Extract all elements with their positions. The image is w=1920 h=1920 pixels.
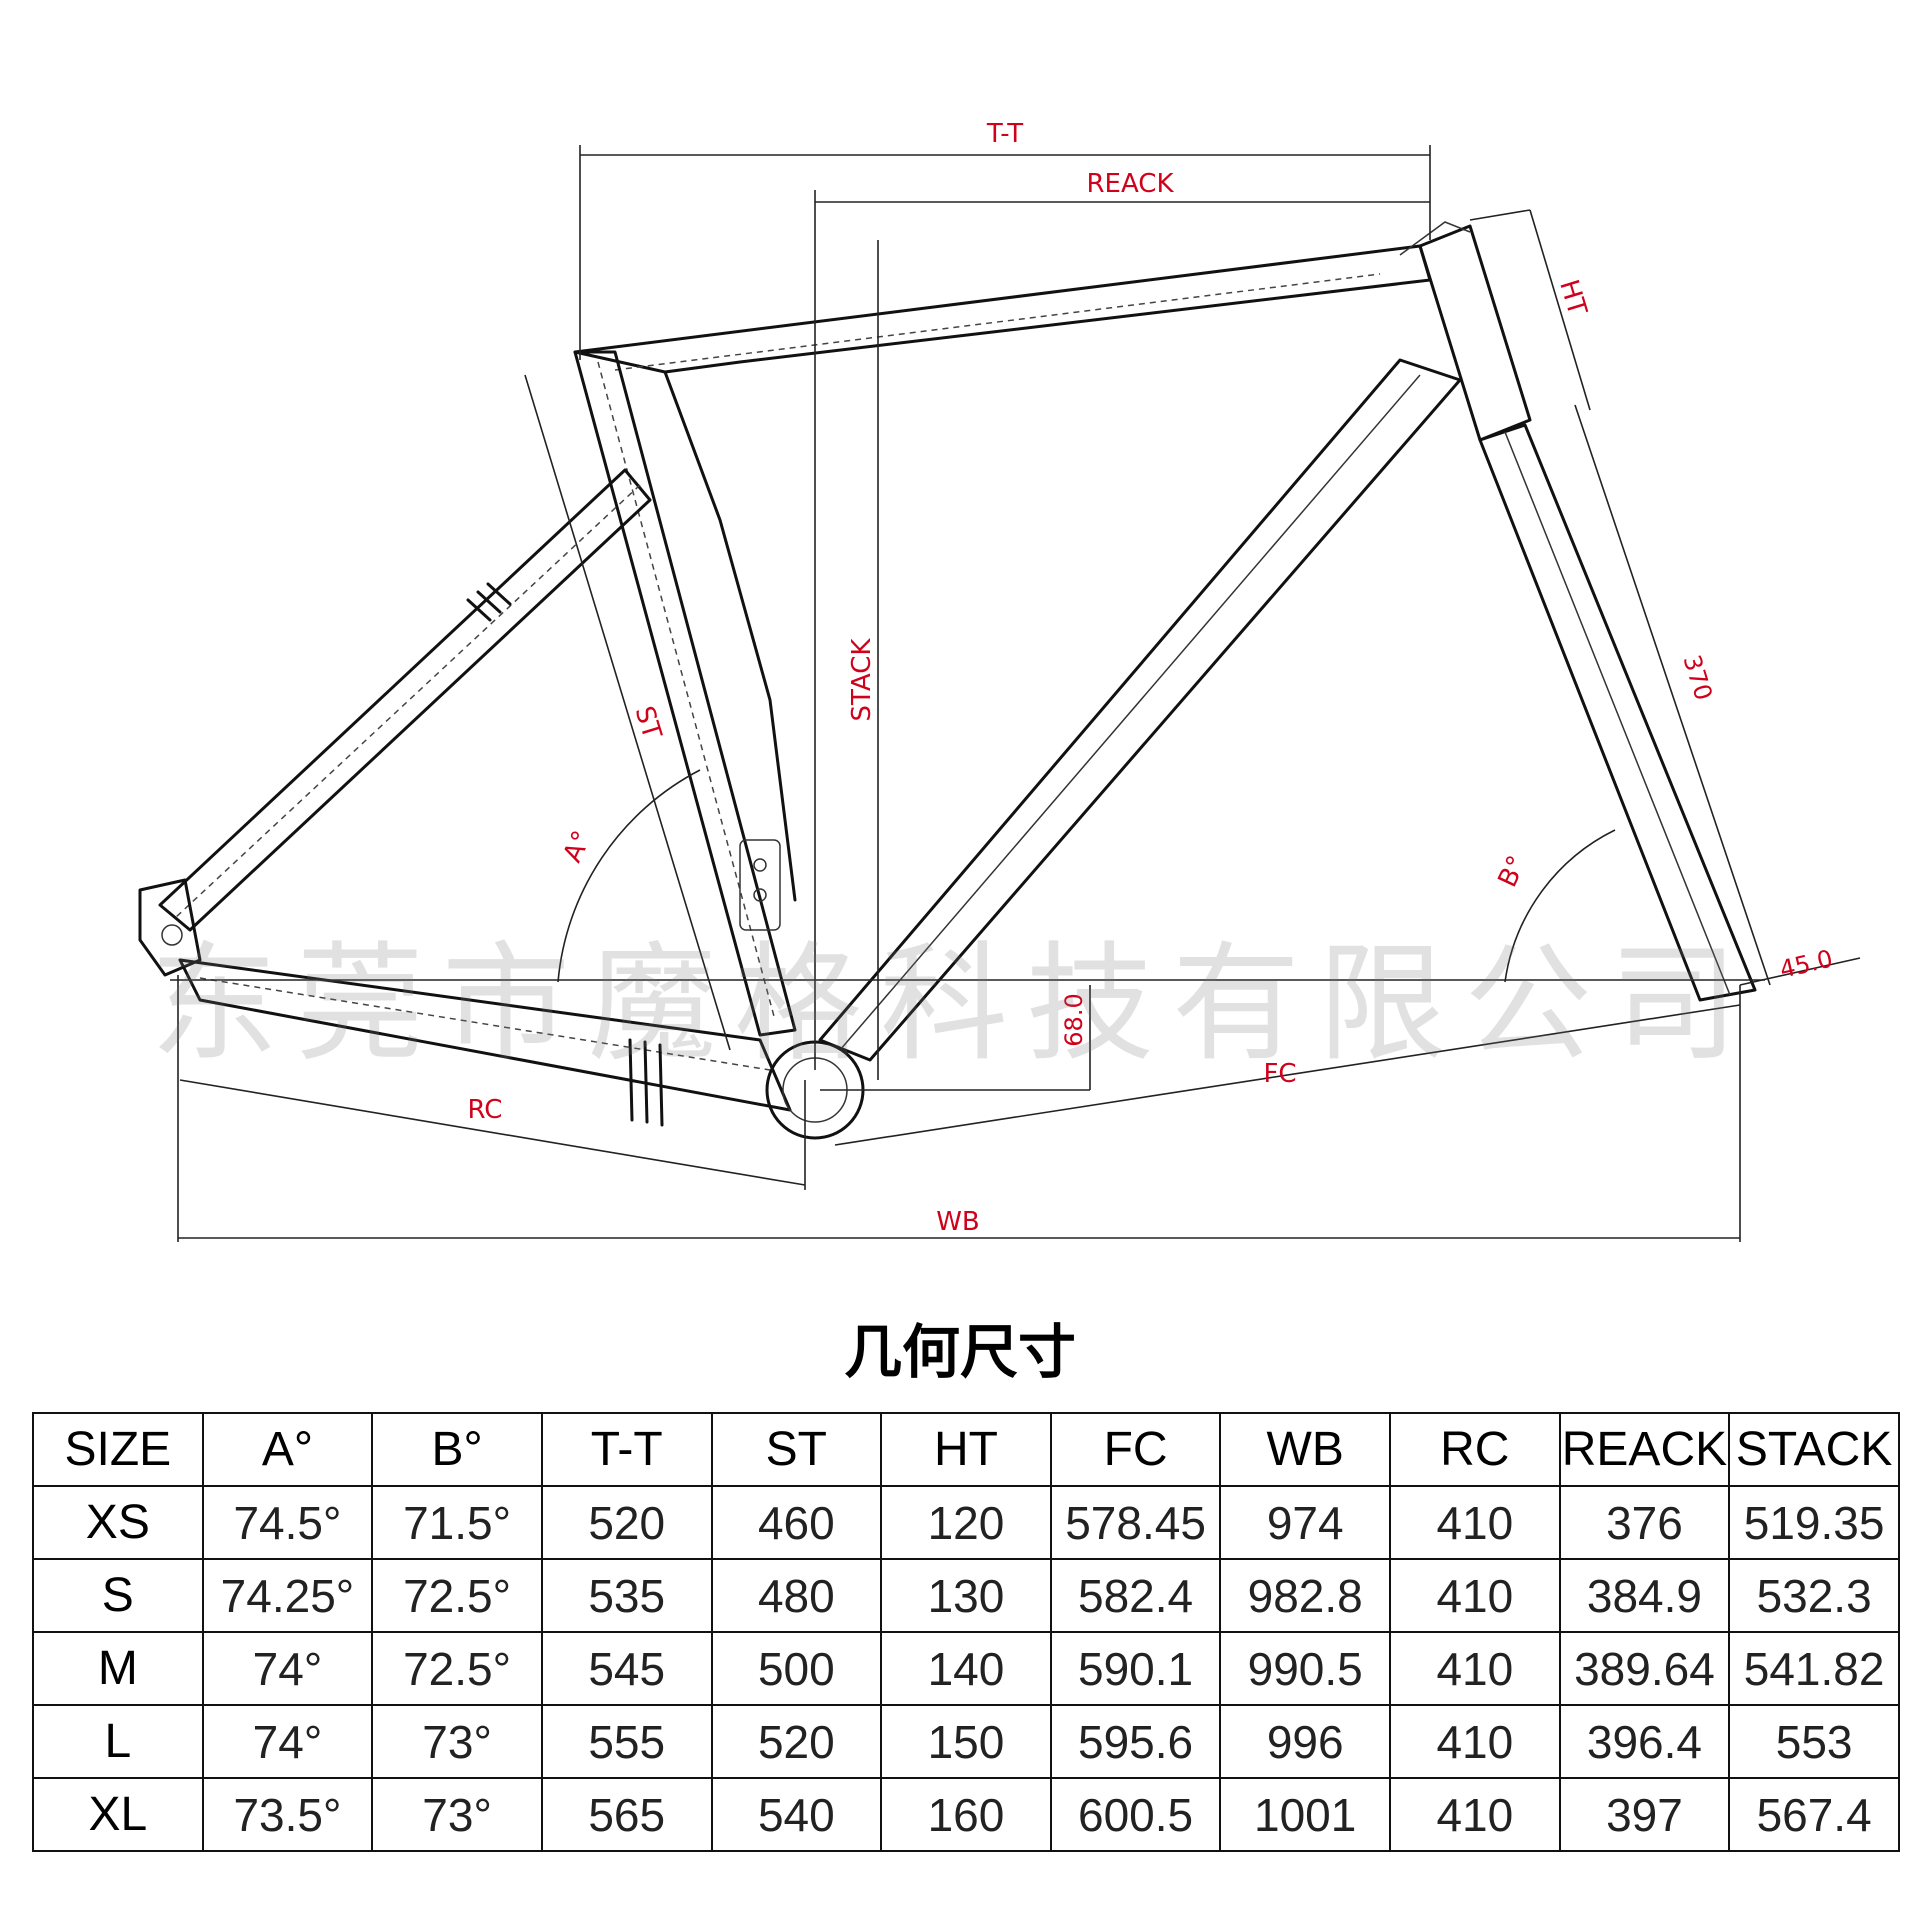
table-cell: 74.5°: [201, 1485, 374, 1560]
table-cell: 410: [1389, 1485, 1561, 1560]
dim-label-fork-length: 370: [1678, 652, 1718, 704]
header-cell: ST: [710, 1412, 883, 1487]
table-cell: 590.1: [1049, 1631, 1222, 1706]
dim-label-reach: REACK: [1086, 169, 1174, 199]
dimension-lines: T-T REACK STACK HT 370 ST A° B° 68.0 45.…: [170, 119, 1861, 1242]
table-row: S 74.25° 72.5° 535 480 130 582.4 982.8 4…: [32, 1558, 1900, 1633]
down-tube: [818, 358, 1462, 1062]
table-cell: 73°: [371, 1777, 543, 1852]
table-cell: 600.5: [1049, 1777, 1222, 1852]
table-cell: 397: [1558, 1777, 1731, 1852]
header-cell: FC: [1049, 1412, 1222, 1487]
dim-label-tt: T-T: [986, 119, 1023, 149]
top-tube: [573, 244, 1432, 374]
header-cell: B°: [371, 1412, 543, 1487]
table-cell: 73.5°: [201, 1777, 374, 1852]
table-cell: 410: [1389, 1558, 1561, 1633]
table-cell: 130: [880, 1558, 1052, 1633]
geometry-table: SIZE A° B° T-T ST HT FC WB RC REACK STAC…: [32, 1412, 1900, 1852]
table-title: 几何尺寸: [843, 1318, 1076, 1386]
size-cell: XL: [32, 1777, 204, 1852]
table-cell: 150: [880, 1704, 1052, 1779]
table-cell: 410: [1389, 1631, 1561, 1706]
size-cell: L: [32, 1704, 204, 1779]
bottle-mount: [739, 839, 781, 931]
table-cell: 410: [1389, 1704, 1561, 1779]
dim-label-rc: RC: [468, 1095, 503, 1125]
frame-drawing: [138, 221, 1757, 1140]
seat-stay: [158, 468, 652, 932]
seat-tube: [573, 350, 797, 1037]
table-cell: 72.5°: [371, 1631, 543, 1706]
fork: [1478, 423, 1757, 1002]
table-cell: 996: [1219, 1704, 1391, 1779]
table-cell: 396.4: [1558, 1704, 1731, 1779]
table-cell: 72.5°: [371, 1558, 543, 1633]
rear-dropout: [138, 878, 202, 977]
dim-label-angle-b: B°: [1493, 851, 1533, 892]
table-row: XL 73.5° 73° 565 540 160 600.5 1001 410 …: [32, 1777, 1900, 1852]
table-cell: 541.82: [1728, 1631, 1900, 1706]
chain-stay: [178, 958, 792, 1112]
size-cell: M: [32, 1631, 204, 1706]
table-cell: 974: [1219, 1485, 1391, 1560]
header-cell: T-T: [540, 1412, 713, 1487]
table-cell: 532.3: [1728, 1558, 1900, 1633]
table-cell: 74°: [201, 1704, 374, 1779]
header-cell: RC: [1389, 1412, 1561, 1487]
table-cell: 74.25°: [201, 1558, 374, 1633]
table-cell: 982.8: [1219, 1558, 1391, 1633]
dim-label-ht: HT: [1553, 276, 1592, 319]
head-tube: [1418, 224, 1532, 442]
header-cell: REACK: [1558, 1412, 1731, 1487]
table-cell: 410: [1389, 1777, 1561, 1852]
table-cell: 120: [880, 1485, 1052, 1560]
table-cell: 553: [1728, 1704, 1900, 1779]
table-header-row: SIZE A° B° T-T ST HT FC WB RC REACK STAC…: [32, 1412, 1900, 1487]
size-cell: S: [32, 1558, 204, 1633]
table-cell: 520: [540, 1485, 713, 1560]
table-cell: 545: [540, 1631, 713, 1706]
table-cell: 1001: [1219, 1777, 1391, 1852]
header-cell: HT: [880, 1412, 1052, 1487]
table-cell: 74°: [201, 1631, 374, 1706]
table-cell: 376: [1558, 1485, 1731, 1560]
table-cell: 384.9: [1558, 1558, 1731, 1633]
table-cell: 389.64: [1558, 1631, 1731, 1706]
table-cell: 520: [710, 1704, 883, 1779]
table-cell: 480: [710, 1558, 883, 1633]
dim-label-wb: WB: [936, 1207, 980, 1237]
table-cell: 595.6: [1049, 1704, 1222, 1779]
dim-label-bb-drop: 68.0: [1060, 993, 1088, 1046]
table-cell: 500: [710, 1631, 883, 1706]
table-cell: 71.5°: [371, 1485, 543, 1560]
bike-frame-geometry-diagram: T-T REACK STACK HT 370 ST A° B° 68.0 45.…: [138, 119, 1861, 1242]
table-cell: 73°: [371, 1704, 543, 1779]
header-cell: WB: [1219, 1412, 1391, 1487]
size-cell: XS: [32, 1485, 204, 1560]
table-cell: 565: [540, 1777, 713, 1852]
table-cell: 140: [880, 1631, 1052, 1706]
dim-label-angle-a: A°: [558, 826, 598, 867]
dim-label-stack: STACK: [847, 638, 877, 722]
header-cell: STACK: [1728, 1412, 1900, 1487]
header-cell: A°: [201, 1412, 374, 1487]
table-cell: 460: [710, 1485, 883, 1560]
dim-label-fc: FC: [1263, 1059, 1296, 1089]
table-cell: 519.35: [1728, 1485, 1900, 1560]
table-cell: 582.4: [1049, 1558, 1222, 1633]
table-row: M 74° 72.5° 545 500 140 590.1 990.5 410 …: [32, 1631, 1900, 1706]
table-row: XS 74.5° 71.5° 520 460 120 578.45 974 41…: [32, 1485, 1900, 1560]
table-cell: 578.45: [1049, 1485, 1222, 1560]
table-row: L 74° 73° 555 520 150 595.6 996 410 396.…: [32, 1704, 1900, 1779]
table-cell: 535: [540, 1558, 713, 1633]
table-cell: 160: [880, 1777, 1052, 1852]
dim-label-fork-offset: 45.0: [1777, 945, 1835, 984]
table-cell: 555: [540, 1704, 713, 1779]
table-cell: 540: [710, 1777, 883, 1852]
table-cell: 990.5: [1219, 1631, 1391, 1706]
header-cell: SIZE: [32, 1412, 204, 1487]
table-cell: 567.4: [1728, 1777, 1900, 1852]
